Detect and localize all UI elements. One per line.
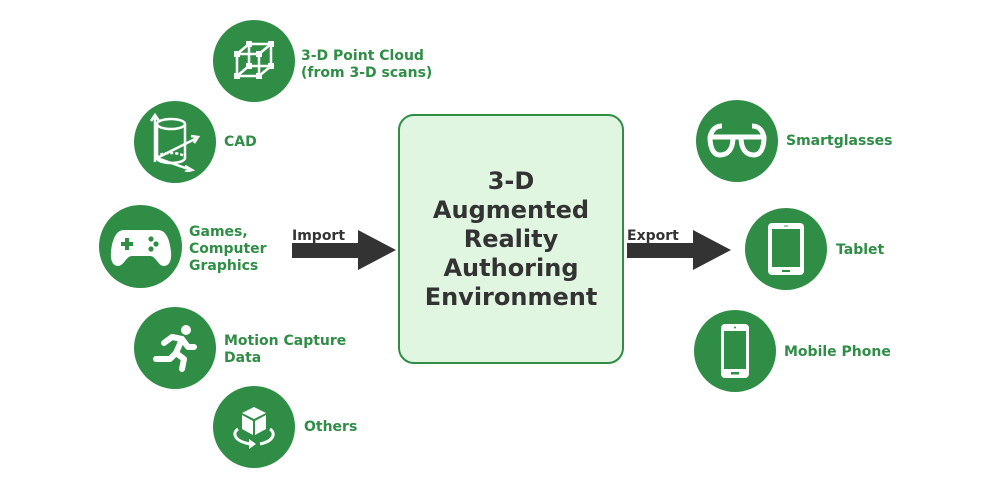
games-label-line-1: Games, — [189, 224, 248, 240]
others-label-line-1: Others — [304, 419, 358, 435]
motion-capture-label-line-1: Motion Capture — [224, 333, 347, 349]
authoring-environment-title: 3-D Augmented Reality Authoring Environm… — [425, 167, 598, 312]
games-circle — [99, 205, 182, 288]
smartglasses-label: Smartglasses — [786, 133, 892, 150]
mobile-phone-label: Mobile Phone — [784, 344, 891, 361]
games-label-line-2: Computer — [189, 241, 267, 257]
motion-capture-circle — [134, 307, 216, 389]
others-label: Others — [304, 419, 357, 436]
others-circle — [213, 386, 295, 468]
mobile-phone-circle — [694, 310, 776, 392]
center-title-line-2: Augmented — [432, 195, 590, 224]
cylinder-axes-icon — [149, 112, 201, 172]
import-arrow — [292, 230, 396, 270]
tablet-icon — [768, 223, 804, 275]
tablet-label-line-1: Tablet — [836, 242, 885, 258]
tablet-label: Tablet — [836, 242, 884, 259]
gamepad-icon — [110, 229, 171, 266]
point-cloud-label-line-2: (from 3-D scans) — [301, 65, 433, 81]
smartglasses-label-line-1: Smartglasses — [786, 133, 893, 149]
cad-label-line-1: CAD — [224, 134, 257, 150]
games-label-line-3: Graphics — [189, 258, 259, 274]
mobile-phone-icon — [721, 324, 749, 378]
center-title-line-4: Authoring — [443, 253, 579, 282]
center-title-line-1: 3-D — [487, 166, 535, 195]
motion-capture-label-line-2: Data — [224, 350, 262, 366]
motion-capture-label: Motion Capture Data — [224, 333, 346, 367]
tablet-circle — [745, 208, 827, 290]
running-person-icon — [153, 325, 197, 372]
rotating-box-icon — [233, 407, 275, 449]
authoring-environment-box: 3-D Augmented Reality Authoring Environm… — [398, 114, 624, 364]
glasses-icon — [707, 123, 767, 158]
cad-circle — [134, 101, 216, 183]
games-label: Games, Computer Graphics — [189, 224, 267, 275]
point-cloud-circle — [213, 20, 295, 102]
smartglasses-circle — [696, 100, 778, 182]
center-title-line-3: Reality — [463, 224, 559, 253]
cad-label: CAD — [224, 134, 257, 151]
point-cloud-label-line-1: 3-D Point Cloud — [301, 48, 424, 64]
import-label: Import — [292, 228, 346, 244]
mobile-phone-label-line-1: Mobile Phone — [784, 344, 891, 360]
export-arrow — [627, 230, 731, 270]
center-title-line-5: Environment — [424, 282, 598, 311]
point-cloud-label: 3-D Point Cloud (from 3-D scans) — [301, 48, 432, 82]
export-label: Export — [627, 228, 679, 244]
cube-wireframe-icon — [234, 41, 274, 79]
